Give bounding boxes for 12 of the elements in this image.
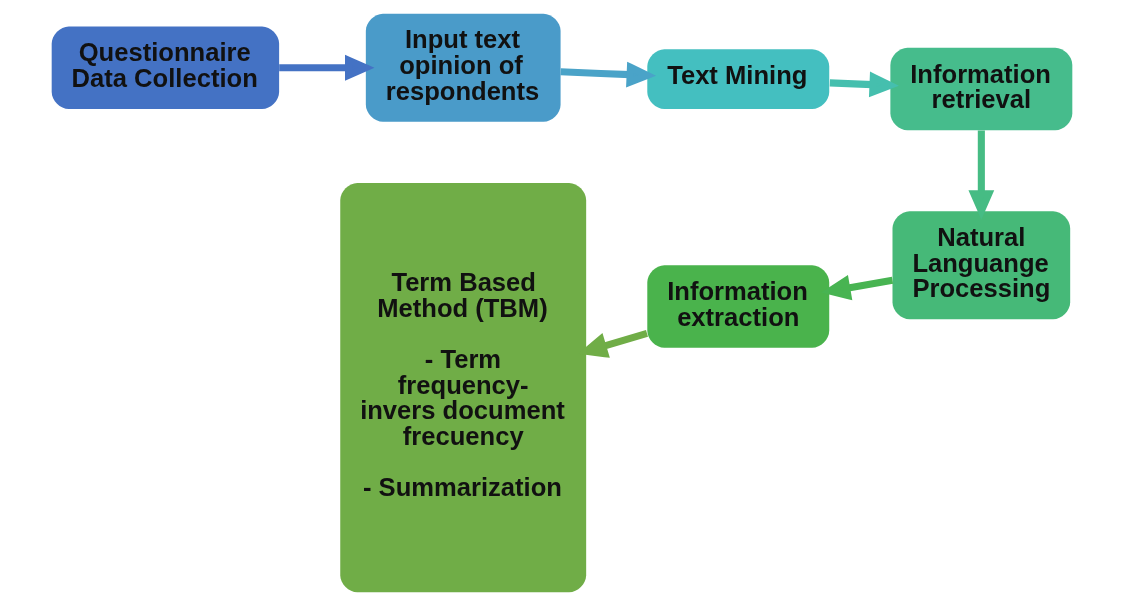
arrow — [968, 130, 995, 220]
node-box: Text Mining — [647, 49, 830, 109]
node-box: Questionnaire Data Collection — [51, 26, 280, 109]
arrow — [829, 71, 899, 98]
node-box: Input text opinion of respondents — [365, 13, 561, 122]
node-box: Term Based Method (TBM) - Term frequency- invers document frecuency - Summarization — [340, 182, 587, 593]
node-box: Natural Languange Processing — [892, 211, 1071, 320]
arrow — [279, 54, 375, 81]
arrow — [560, 61, 657, 88]
node-box: Information extraction — [647, 265, 830, 348]
node-box: Information retrieval — [890, 47, 1073, 131]
arrow — [821, 274, 894, 301]
